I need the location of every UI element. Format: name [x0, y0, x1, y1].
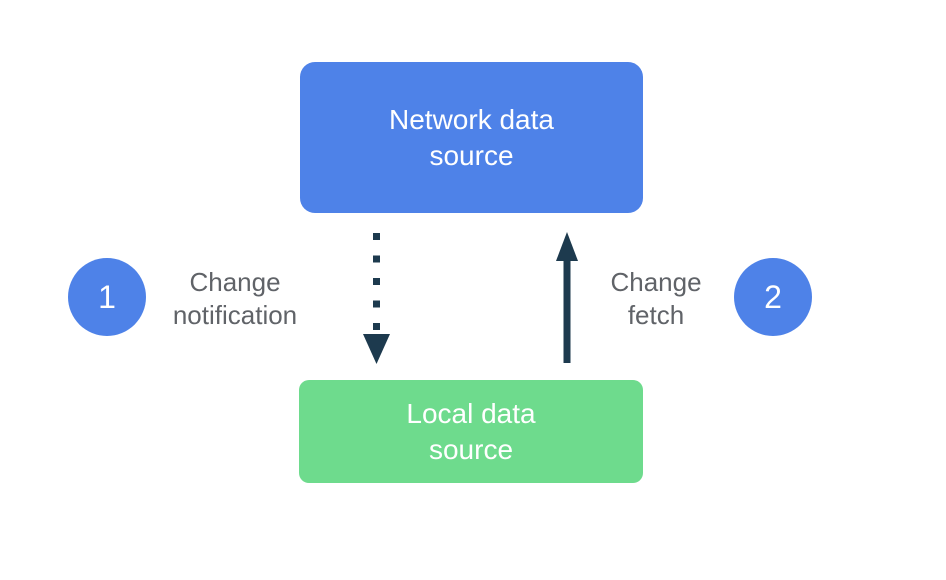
change-fetch-label-line2: fetch	[627, 300, 685, 330]
change-notification-label-line2: notification	[172, 300, 298, 330]
network-node-label-line2: source	[429, 139, 514, 171]
step-2-badge: 2	[734, 258, 812, 336]
step-1-number: 1	[98, 278, 116, 315]
change-notification-label-line1: Change	[189, 267, 281, 297]
local-data-source-node: Local data source	[299, 380, 643, 483]
change-notification-label: Change notification	[150, 266, 320, 332]
local-node-label-line1: Local data	[406, 397, 536, 429]
network-data-source-node: Network data source	[300, 62, 643, 213]
local-node-label-line2: source	[428, 433, 514, 465]
step-1-badge: 1	[68, 258, 146, 336]
change-notification-arrow-icon	[363, 233, 390, 364]
change-fetch-label: Change fetch	[571, 266, 741, 332]
step-2-number: 2	[764, 278, 782, 315]
change-fetch-label-line1: Change	[610, 267, 702, 297]
network-node-label-line1: Network data	[389, 103, 554, 135]
